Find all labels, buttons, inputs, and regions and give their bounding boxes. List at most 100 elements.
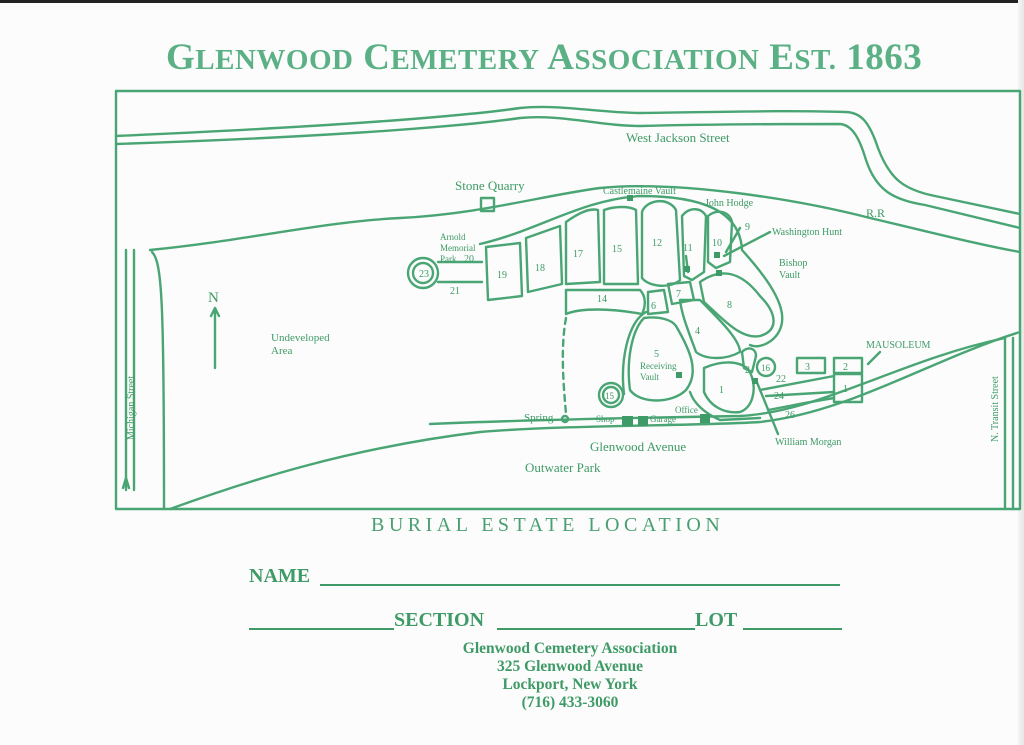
section-label: 10 (712, 238, 722, 249)
lot-label: LOT (695, 609, 738, 631)
label-michigan-street: Michigan Street (126, 376, 137, 440)
section-label: 12 (652, 238, 662, 249)
label-castlemaine-vault: Castlemaine Vault (603, 186, 676, 197)
section-label-form: SECTION (394, 609, 485, 631)
section-label: 24 (774, 391, 784, 402)
washington-hunt-marker (714, 252, 720, 258)
org-name: Glenwood Cemetery Association (462, 640, 678, 657)
mausoleum-roads (758, 374, 836, 412)
page-title-text: GLENWOOD CEMETERY ASSOCIATION EST. 1863 (166, 37, 922, 78)
section-label: 9 (745, 222, 750, 233)
office-marker (700, 414, 710, 423)
garage-marker (638, 416, 648, 426)
title-cap: G (166, 37, 196, 78)
title-year: 1863 (846, 37, 923, 78)
section-label: 7 (676, 289, 681, 300)
label-undeveloped-1: Undeveloped (271, 332, 330, 344)
label-arnold-3: Park (440, 254, 457, 264)
section-label: 15 (605, 391, 615, 401)
mausoleum-label-2: 2 (843, 362, 848, 373)
burial-estate-heading: BURIAL ESTATE LOCATION (371, 514, 725, 536)
section-label: 8 (727, 300, 732, 311)
section-label: 15 (612, 244, 622, 255)
john-hodge-marker (684, 266, 690, 272)
blank-field-line[interactable] (249, 628, 394, 630)
label-outwater-park: Outwater Park (525, 460, 601, 475)
title-smallcaps: SSOCIATION (574, 44, 760, 76)
section-4-plot (678, 298, 742, 360)
section-22-inner (411, 261, 435, 285)
title-smallcaps: EMETERY (390, 44, 540, 76)
pointer-lines (684, 226, 882, 436)
section-18-plot (524, 224, 564, 294)
title-cap: A (547, 37, 575, 78)
page-title: GLENWOOD CEMETERY ASSOCIATION EST. 1863 (166, 36, 922, 79)
label-undeveloped-2: Area (271, 345, 292, 357)
inner-road (621, 310, 762, 422)
section-22-outer (406, 256, 440, 290)
section-12-plot (640, 200, 682, 287)
label-arnold-2: Memorial (440, 243, 476, 253)
mausoleum-box-3 (795, 356, 827, 375)
title-smallcaps: LENWOOD (195, 44, 354, 76)
label-office: Office (675, 405, 698, 415)
glenwood-avenue-north-edge (428, 336, 1007, 426)
label-garage: Garage (650, 414, 676, 424)
section-field-line[interactable] (497, 628, 695, 630)
section-6-plot (646, 288, 670, 316)
section-15-outer (597, 381, 625, 409)
section-13-circle (755, 356, 777, 378)
section-label: 1 (719, 385, 724, 396)
name-label: NAME (249, 565, 311, 587)
section-label: 2 (745, 365, 750, 376)
section-label: 16 (761, 363, 771, 373)
label-mausoleum: MAUSOLEUM (866, 340, 931, 351)
section-label: 11 (683, 243, 693, 254)
section-label: 23 (419, 269, 429, 280)
map-frame (114, 89, 1022, 511)
scan-edge-top (0, 0, 1024, 3)
mausoleum-label-3: 3 (805, 362, 810, 373)
section-label: 19 (497, 270, 507, 281)
spring-marker (560, 414, 570, 424)
railroad-line (148, 185, 1022, 254)
section-17-plot (564, 208, 602, 286)
section-label: 14 (597, 294, 607, 305)
section-15-inner (601, 385, 621, 405)
castlemaine-vault-marker (627, 195, 633, 201)
label-stone-quarry: Stone Quarry (455, 178, 525, 193)
title-cap: E (769, 37, 795, 78)
section-label: 6 (651, 301, 656, 312)
william-morgan-marker (752, 378, 758, 384)
section-2-plot (740, 347, 758, 374)
lot-field-line[interactable] (743, 628, 842, 630)
glenwood-avenue-south-edge (168, 330, 1022, 511)
label-west-jackson-street: West Jackson Street (626, 130, 730, 145)
name-field-line[interactable] (320, 584, 840, 586)
mausoleum-box-1 (832, 372, 864, 404)
section-1-plot (702, 361, 755, 414)
label-receiving-vault-2: Vault (640, 372, 659, 382)
mausoleum-box-2 (832, 356, 864, 375)
mausoleum-label-1: 1 (843, 384, 848, 395)
label-bishop-vault-2: Vault (779, 270, 800, 281)
north-arrow (209, 306, 221, 370)
section-label: 18 (535, 263, 545, 274)
label-john-hodge: John Hodge (705, 198, 754, 209)
label-shop: Shop (596, 414, 615, 424)
label-bishop-vault-1: Bishop (779, 258, 807, 269)
stone-quarry-marker (479, 196, 496, 213)
section-10-plot (706, 210, 734, 270)
label-washington-hunt: Washington Hunt (772, 227, 842, 238)
section-16-plot (602, 205, 640, 286)
title-cap: C (363, 37, 391, 78)
org-city: Lockport, New York (502, 676, 638, 693)
label-spring: Spring (524, 412, 554, 424)
road-to-22 (436, 260, 484, 284)
section-8-plot (698, 272, 775, 338)
section-label: 5 (654, 349, 659, 360)
central-loop-north (478, 194, 784, 348)
michigan-street (124, 248, 166, 511)
section-label: 20 (464, 254, 474, 265)
